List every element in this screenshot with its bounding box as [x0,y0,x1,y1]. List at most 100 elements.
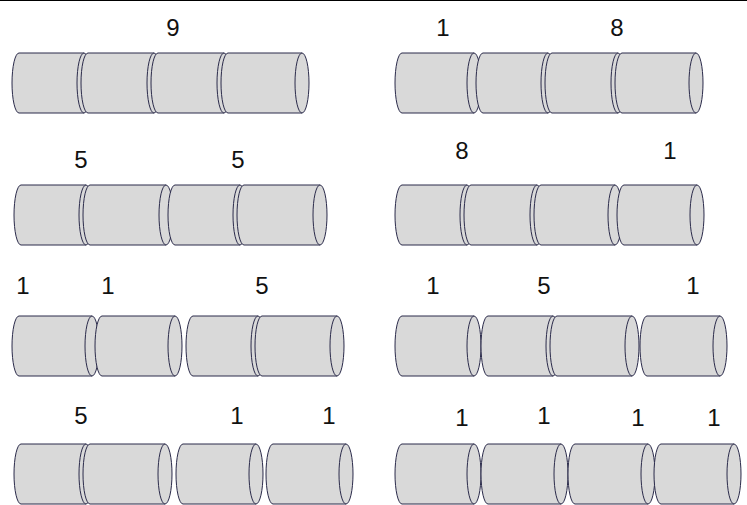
rod-segment [395,185,474,245]
rod-outline [534,185,615,245]
rod-segment [12,53,91,113]
rod-outline [237,185,320,245]
rod-outline [255,316,337,376]
rod-segment [481,316,560,376]
rod-outline [395,316,474,376]
callout-number: 1 [322,404,335,428]
rod-outline [640,316,720,376]
rod-segment [640,316,727,376]
rod-outline [176,444,256,504]
rod-outline [550,316,632,376]
rod-end-face [690,185,704,245]
rod-outline [617,185,697,245]
rod-segment [395,316,481,376]
rod-segment [654,444,741,504]
rod-outline [168,185,240,245]
rod-segment [81,53,161,113]
rod-outline [12,53,84,113]
rod-outline [221,53,302,113]
rod-outline [464,185,537,245]
callout-number: 5 [537,274,550,298]
rod-segment [545,53,625,113]
rod-outline [95,316,175,376]
rod-segment [266,444,353,504]
rod-end-face [313,185,327,245]
rod-end-face [641,444,655,504]
rod-outline [83,185,166,245]
callout-number: 5 [74,148,87,172]
callout-number: 9 [166,16,179,40]
rod-end-face [554,444,568,504]
rod-segment [221,53,309,113]
rod-segment [255,316,344,376]
rod-end-face [168,316,182,376]
rod-end-face [689,53,703,113]
callout-number: 1 [455,406,468,430]
rod-outline [83,444,165,504]
rod-end-face [295,53,309,113]
rod-segment [186,316,265,376]
rod-end-face [625,316,639,376]
callout-number: 1 [537,404,550,428]
rod-segment [617,185,704,245]
rod-outline [151,53,224,113]
rod-segment [83,185,173,245]
callout-number: 5 [255,274,268,298]
rod-segment [464,185,544,245]
top-rule [0,0,747,1]
rod-segment [14,444,93,504]
callout-number: 8 [610,16,623,40]
rod-outline [481,444,561,504]
callout-number: 1 [230,404,243,428]
rod-segment [168,185,247,245]
rod-segment [395,444,481,504]
callout-number: 5 [74,404,87,428]
rod-segment [12,316,99,376]
rod-outline [186,316,258,376]
rod-end-face [330,316,344,376]
rod-outline [476,53,548,113]
rod-outline [12,316,92,376]
callout-number: 1 [631,406,644,430]
callout-number: 1 [16,274,29,298]
rod-segment [151,53,231,113]
rod-end-face [467,444,481,504]
rod-outline [481,316,553,376]
rod-outline [615,53,696,113]
rod-segment [14,185,93,245]
rod-outline [266,444,346,504]
rod-end-face [467,316,481,376]
rod-outline [81,53,154,113]
callout-number: 1 [101,274,114,298]
rod-outline [395,444,474,504]
callout-number: 1 [426,274,439,298]
rod-end-face [713,316,727,376]
callout-number: 1 [707,406,720,430]
rod-segment [550,316,639,376]
rod-end-face [339,444,353,504]
rod-segment [481,444,568,504]
rod-outline [568,444,648,504]
rod-outline [14,444,86,504]
rod-outline [14,185,86,245]
rod-segment [95,316,182,376]
rod-outline [395,185,467,245]
rod-segment [395,53,481,113]
callout-number: 1 [686,274,699,298]
callout-number: 1 [663,139,676,163]
rod-outline [545,53,618,113]
rod-segment [237,185,327,245]
rod-end-face [249,444,263,504]
rod-outline [654,444,734,504]
rod-end-face [727,444,741,504]
rod-outline [395,53,474,113]
rod-segment [476,53,555,113]
rod-segment [83,444,172,504]
callout-number: 5 [231,148,244,172]
rod-segment [568,444,655,504]
callout-number: 1 [436,16,449,40]
rod-end-face [158,444,172,504]
rod-segment [615,53,703,113]
rod-segment [176,444,263,504]
